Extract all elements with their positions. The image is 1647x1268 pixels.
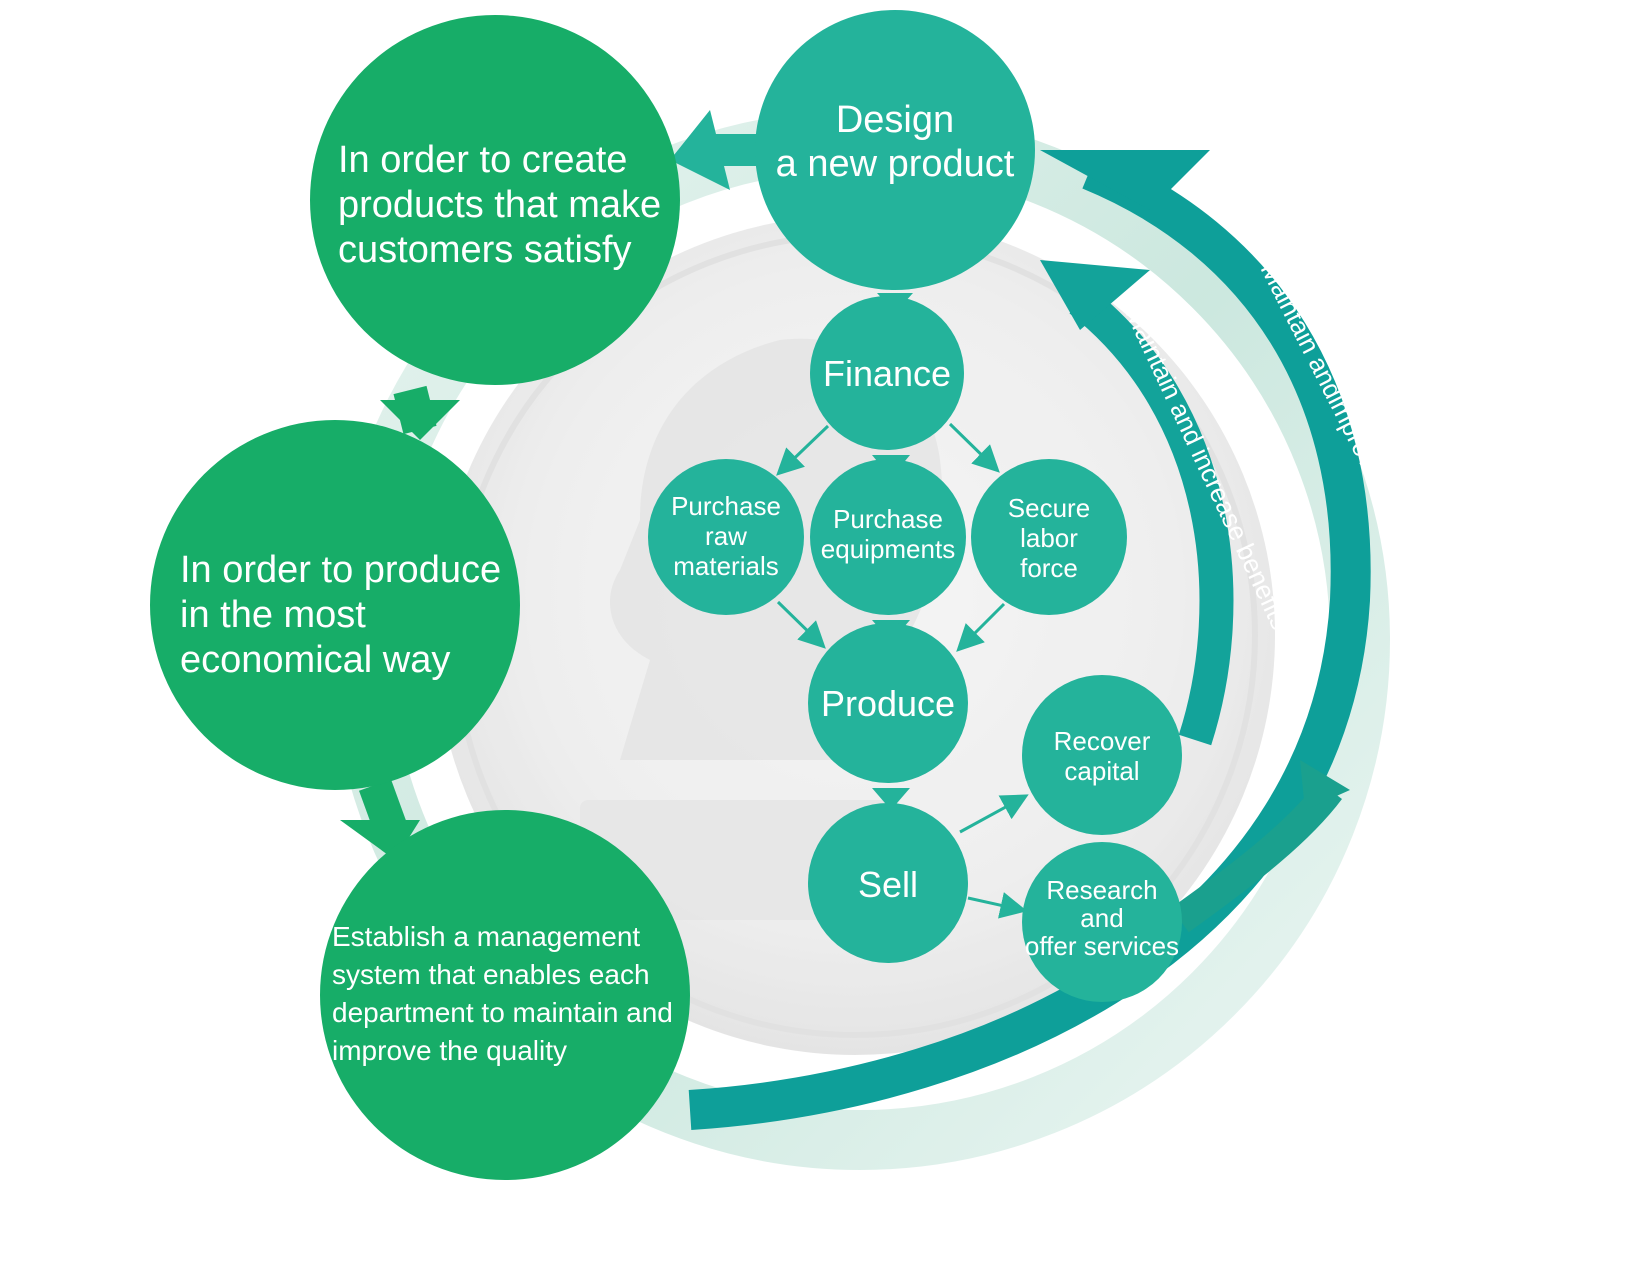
text-line: Establish a management — [332, 921, 640, 952]
text-line: a new product — [776, 143, 1015, 185]
text-line: Recover — [1054, 726, 1151, 756]
text-line: economical way — [180, 639, 450, 681]
text-line: improve the quality — [332, 1035, 567, 1066]
text-line: Purchase — [833, 504, 943, 534]
node-finance: Finance — [810, 296, 964, 450]
text-line: equipments — [821, 534, 955, 564]
text-line: materials — [673, 551, 778, 581]
node-management-system: Establish a management system that enable… — [320, 810, 690, 1180]
inner-benefits-arc — [1040, 260, 1234, 746]
text-line: Research — [1046, 875, 1157, 905]
text-line: offer services — [1025, 931, 1179, 961]
text-line: force — [1020, 553, 1078, 583]
text-line: in the most — [180, 594, 366, 636]
text-line: raw — [705, 521, 747, 551]
text-line: and — [1080, 903, 1123, 933]
diagonal-arrows — [776, 422, 1029, 919]
node-management-system-label: Establish a management system that enable… — [332, 921, 673, 1066]
flow-arrows-left — [340, 110, 760, 860]
text-line: In order to produce — [180, 549, 501, 591]
text-line: system that enables each — [332, 959, 650, 990]
text-line: department to maintain and — [332, 997, 673, 1028]
text-line: products that make — [338, 184, 661, 226]
node-produce-label: Produce — [821, 683, 955, 724]
node-sell: Sell — [808, 803, 968, 963]
text-line: Secure — [1008, 493, 1090, 523]
text-line: labor — [1020, 523, 1078, 553]
text-line: capital — [1064, 756, 1139, 786]
outer-quality-arc — [688, 150, 1371, 1130]
node-produce: Produce — [808, 623, 968, 783]
text-line: Purchase — [671, 491, 781, 521]
node-finance-label: Finance — [823, 353, 951, 394]
node-sell-label: Sell — [858, 864, 918, 905]
text-line: customers satisfy — [338, 229, 632, 271]
text-line: Design — [836, 99, 954, 141]
text-line: In order to create — [338, 139, 627, 181]
